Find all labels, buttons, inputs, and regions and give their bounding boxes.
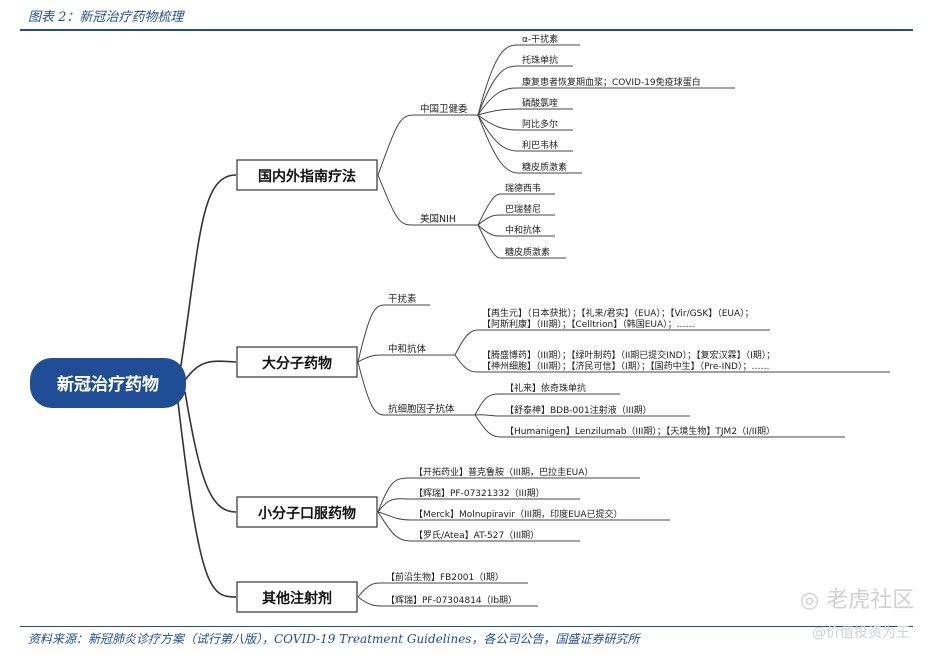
leaf-nih-4: 糖皮质激素 xyxy=(505,246,550,258)
leaf-anti-cytokine-1: 【礼来】依奇珠单抗 xyxy=(505,382,586,394)
leaf-nhc-6: 利巴韦林 xyxy=(522,139,558,151)
leaf-nhc-1: α-干扰素 xyxy=(522,33,558,45)
category-label-small-molecule: 小分子口服药物 xyxy=(258,505,356,522)
category-node-large-molecule xyxy=(236,346,358,378)
watermark-handle: @价值投资为王 xyxy=(812,625,910,641)
leaf-nih-1: 瑞德西韦 xyxy=(505,182,541,194)
subcategory-interferon: 干扰素 xyxy=(388,293,417,305)
leaf-nhc-4: 磷酸氯喹 xyxy=(522,97,558,109)
leaf-anti-cytokine-2: 【舒泰神】BDB-001注射液（III期） xyxy=(505,404,652,416)
leaf-neutralizing-4: 【神州细胞】（III期）；【济民可信】（I期）；【国药中生】（Pre-IND）；… xyxy=(482,360,770,372)
leaf-neutralizing-3: 【腾盛博药】（III期）；【绿叶制药】（II期已提交IND）；【复宏汉霖】（I期… xyxy=(482,349,775,361)
leaf-injection-2: 【辉瑞】PF-07304814（Ib期） xyxy=(386,594,517,606)
leaf-nih-2: 巴瑞替尼 xyxy=(505,203,541,215)
connector-small-molecule xyxy=(184,391,237,513)
figure-title: 图表 2：新冠治疗药物梳理 xyxy=(28,10,184,25)
leaf-nih-3: 中和抗体 xyxy=(505,224,541,236)
watermark-logo: ◎ 老虎社区 xyxy=(800,582,914,614)
leaf-nhc-3: 康复患者恢复期血浆；COVID-19免疫球蛋白 xyxy=(522,76,701,88)
leaf-neutralizing-1: 【再生元】（日本获批）；【礼来/君实】（EUA）；【Vir/GSK】（EUA）； xyxy=(482,307,754,319)
category-label-injection: 其他注射剂 xyxy=(262,590,332,607)
subcategory-neutralizing: 中和抗体 xyxy=(388,343,427,355)
category-node-small-molecule xyxy=(236,496,378,528)
leaf-neutralizing-2: 【阿斯利康】（III期）；【Celltrion】（韩国EUA）；…… xyxy=(482,318,695,330)
root-node xyxy=(30,358,186,408)
watermark-logo-text: 老虎社区 xyxy=(826,588,915,613)
subcategory-nih: 美国NIH xyxy=(420,213,456,225)
top-rule xyxy=(20,29,913,31)
category-label-guidelines: 国内外指南疗法 xyxy=(258,168,356,185)
branch-connectors xyxy=(357,44,890,607)
leaf-injection-1: 【前沿生物】FB2001（I期） xyxy=(386,571,504,583)
leaf-small-molecule-2: 【辉瑞】PF-07321332（III期） xyxy=(414,487,545,499)
connector-injection xyxy=(177,401,237,598)
leaf-nhc-7: 糖皮质激素 xyxy=(522,161,567,173)
subcategory-anti-cytokine: 抗细胞因子抗体 xyxy=(388,403,455,415)
main-connectors xyxy=(177,174,237,598)
leaf-small-molecule-4: 【罗氏/Atea】AT-527（III期） xyxy=(414,530,539,541)
watermark-tiger-icon: ◎ xyxy=(800,588,820,613)
source-note: 资料来源：新冠肺炎诊疗方案（试行第八版），COVID-19 Treatment … xyxy=(28,632,640,646)
bottom-rule xyxy=(20,626,913,627)
subcategory-nhc: 中国卫健委 xyxy=(420,103,468,115)
leaf-nhc-2: 托珠单抗 xyxy=(522,54,558,66)
leaf-small-molecule-1: 【开拓药业】普克鲁胺（III期，巴拉圭EUA） xyxy=(414,466,593,478)
leaf-nhc-5: 阿比多尔 xyxy=(522,118,558,130)
root-label: 新冠治疗药物 xyxy=(57,374,159,395)
leaf-anti-cytokine-3: 【Humanigen】Lenzilumab（III期）；【天境生物】TJM2（I… xyxy=(505,425,775,437)
category-node-guidelines xyxy=(236,159,378,191)
connector-guidelines xyxy=(179,174,237,373)
category-node-injection xyxy=(236,581,358,613)
category-label-large-molecule: 大分子药物 xyxy=(262,355,332,372)
leaf-small-molecule-3: 【Merck】Molnupiravir（III期，印度EUA已提交） xyxy=(414,508,623,520)
connector-large-molecule xyxy=(184,360,237,381)
